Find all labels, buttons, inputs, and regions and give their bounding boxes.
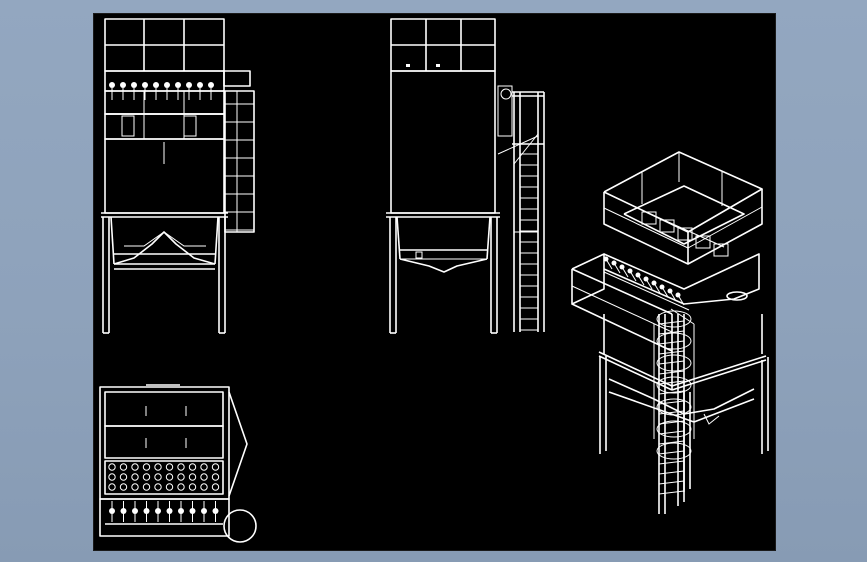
cage-hoop [656,442,692,460]
pulse-valve [164,82,170,88]
ladder-rung [658,360,685,365]
filter-bag [200,463,208,471]
pulse-valve [131,82,137,88]
filter-bag [142,473,151,481]
filter-bag [165,483,174,491]
ladder-rung [658,380,685,385]
front-elevation-view [101,18,255,334]
blowpipe [629,270,637,282]
pulse-valve [208,82,214,88]
filter-bag [211,473,220,481]
blowpipe [677,294,685,306]
blowpipe [645,278,653,290]
filter-bag [131,463,139,471]
filter-bag [188,463,197,471]
blowpipe [621,266,629,278]
filter-bag [211,463,220,471]
filter-bag [177,483,185,491]
pulse-valve [197,82,203,88]
blowpipe [653,282,661,294]
pulse-valve [109,82,115,88]
ladder-rung [658,460,685,465]
ladder-rung [658,490,685,495]
filter-bag [108,483,116,491]
filter-bag [200,473,208,481]
ladder-rung [658,430,685,435]
blowpipe [637,274,645,286]
blowpipe [661,286,669,298]
ladder-rung [658,480,685,485]
side-elevation-view [386,18,545,334]
filter-bag [200,483,208,491]
cage-hoop [656,332,692,350]
ladder-rung [658,370,685,375]
ladder-rung [658,350,685,355]
cage-hoop [656,420,692,438]
cage-hoop [656,398,692,416]
cage-hoop [656,376,692,394]
filter-bag [177,463,185,471]
filter-cell [659,219,675,233]
pulse-valve [120,82,126,88]
pulse-valve [153,82,159,88]
filter-bag [119,473,128,481]
ladder-rung [658,440,685,445]
pulse-valve [175,82,181,88]
ladder-rung [658,470,685,475]
pulse-valve [186,82,192,88]
filter-bag [142,463,151,471]
filter-cell [695,235,711,249]
filter-cell [641,211,657,225]
ladder-rung [658,340,685,345]
filter-bag [188,473,197,481]
blowpipe [613,262,621,274]
filter-bag [142,483,151,491]
filter-bag [165,473,174,481]
filter-bag [154,463,162,471]
ladder-rung [658,400,685,405]
filter-bag [119,463,128,471]
filter-bag [154,483,162,491]
filter-bag [154,473,162,481]
filter-bag [211,483,220,491]
dust-collector-drawing [99,18,769,543]
filter-bag [119,483,128,491]
ladder-rung [658,320,685,325]
blowpipe [669,290,677,302]
pulse-valve [142,82,148,88]
filter-bag [131,473,139,481]
blowpipe [605,258,613,270]
ladder-rung [658,330,685,335]
cad-model-viewport[interactable] [93,13,776,551]
plan-view [99,384,257,543]
isometric-view [571,151,769,514]
filter-cell [677,227,693,241]
filter-bag [131,483,139,491]
filter-bag [188,483,197,491]
ladder-rung [658,450,685,455]
filter-cell [713,243,729,257]
filter-bag [165,463,174,471]
filter-bag [108,473,116,481]
cage-hoop [656,354,692,372]
filter-bag [108,463,116,471]
filter-bag [177,473,185,481]
